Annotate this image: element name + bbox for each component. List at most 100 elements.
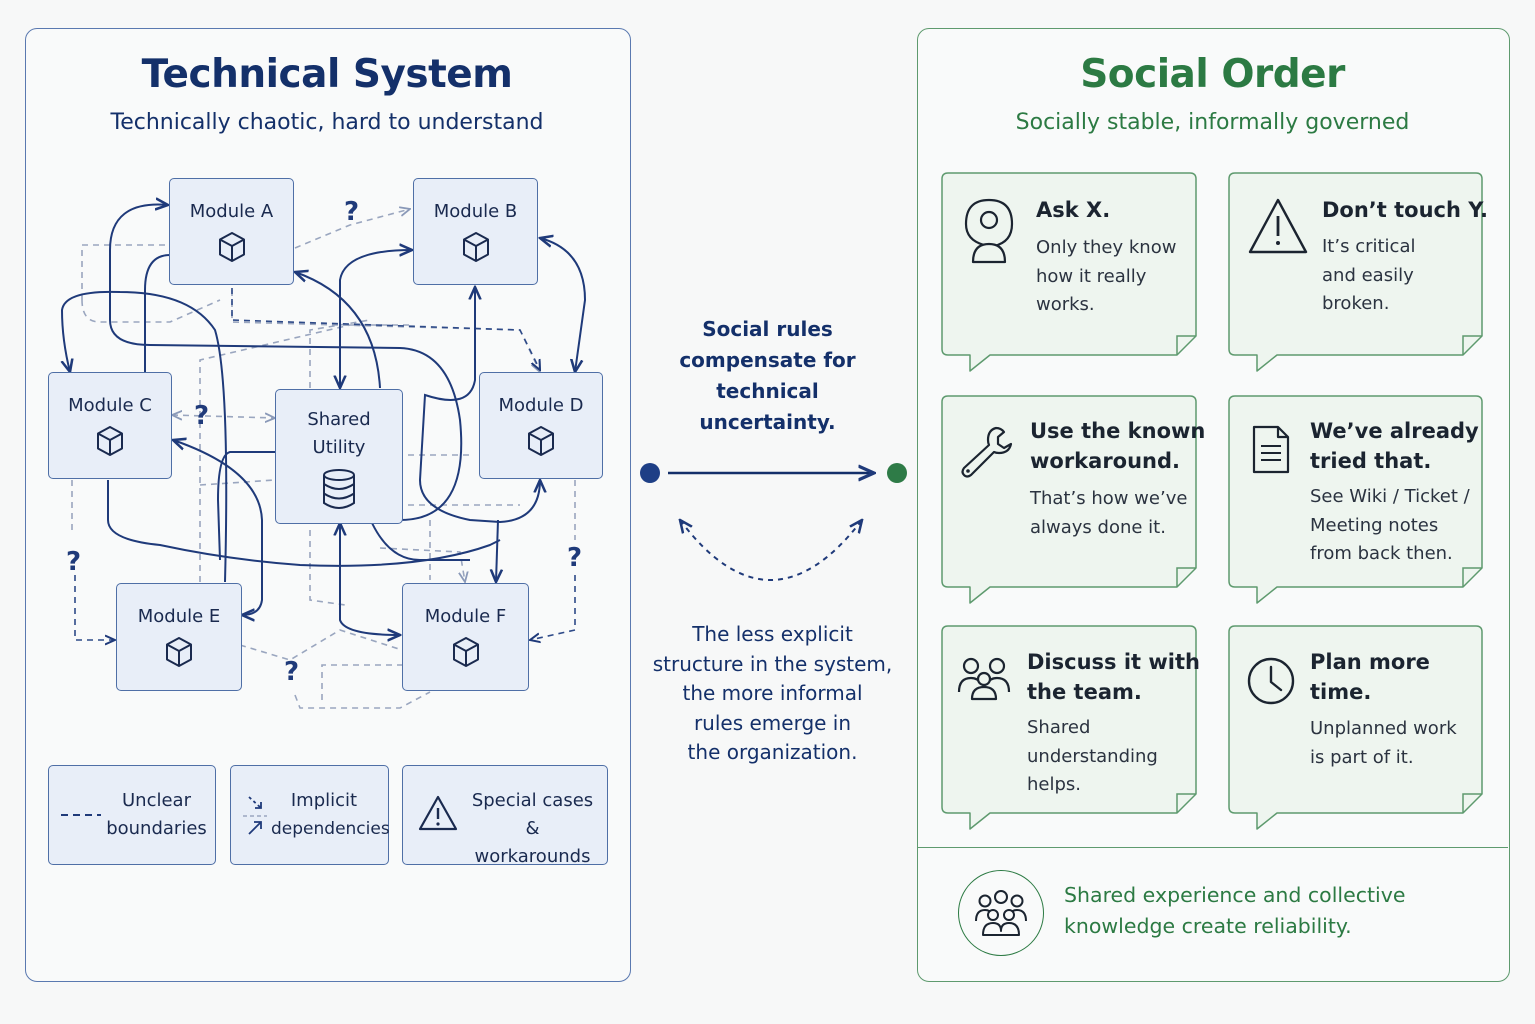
question-mark: ? bbox=[66, 547, 81, 577]
implicit-arrows-icon bbox=[243, 796, 267, 835]
card-ask-body-line: how it really bbox=[1036, 265, 1147, 287]
card-workaround-title-line: workaround. bbox=[1030, 449, 1181, 473]
legend-unclear-line2: boundaries bbox=[106, 818, 207, 839]
wrench-icon bbox=[961, 426, 1013, 478]
clock-icon bbox=[1247, 657, 1295, 705]
bubble-tried bbox=[1228, 395, 1483, 604]
card-workaround-body-line: That’s how we’ve bbox=[1030, 488, 1188, 509]
database-icon bbox=[323, 469, 355, 509]
card-workaround-body-line: always done it. bbox=[1030, 516, 1166, 538]
module-f-label: Module F bbox=[424, 606, 507, 627]
compensation-line: technical bbox=[716, 379, 819, 403]
emergence-line: the more informal bbox=[682, 681, 863, 705]
module-e: Module E bbox=[116, 583, 242, 691]
card-workaround-title: Use the known workaround. bbox=[1030, 416, 1205, 476]
social-order-title: Social Order bbox=[1080, 52, 1345, 97]
bubble-dont-touch bbox=[1228, 172, 1483, 372]
emergence-line: The less explicit bbox=[692, 622, 853, 646]
card-dont-touch-title: Don’t touch Y. bbox=[1322, 198, 1488, 222]
person-icon bbox=[964, 198, 1014, 264]
footer-message: Shared experience and collective knowled… bbox=[1064, 880, 1484, 942]
module-e-label: Module E bbox=[137, 606, 221, 627]
card-dont-touch-body: It’s critical and easily broken. bbox=[1322, 233, 1415, 319]
card-tried-body: See Wiki / Ticket / Meeting notes from b… bbox=[1310, 483, 1470, 569]
warning-icon bbox=[418, 795, 458, 831]
cube-icon bbox=[166, 637, 192, 667]
social-order-subtitle: Socially stable, informally governed bbox=[1015, 110, 1410, 135]
footer-icon-circle bbox=[958, 870, 1044, 956]
dashed-line-icon bbox=[61, 814, 101, 816]
card-plan-title: Plan more time. bbox=[1310, 647, 1430, 707]
module-c-label: Module C bbox=[68, 395, 152, 416]
module-c: Module C bbox=[48, 372, 172, 479]
card-plan-title-line: Plan more bbox=[1310, 650, 1430, 674]
card-plan-body: Unplanned work is part of it. bbox=[1310, 715, 1457, 772]
question-mark: ? bbox=[284, 657, 299, 687]
module-d-label: Module D bbox=[498, 395, 584, 416]
card-dont-touch-body-line: broken. bbox=[1322, 293, 1390, 314]
card-tried-title-line: We’ve already bbox=[1310, 419, 1479, 443]
question-mark: ? bbox=[344, 197, 359, 227]
card-plan-body-line: is part of it. bbox=[1310, 746, 1414, 768]
legend-implicit-line2: dependencies bbox=[271, 819, 390, 839]
compensation-line: uncertainty. bbox=[699, 410, 836, 434]
card-tried-body-line: See Wiki / Ticket / bbox=[1310, 486, 1470, 507]
team-icon bbox=[957, 657, 1011, 701]
bubble-ask bbox=[941, 172, 1197, 372]
card-ask-body-line: Only they know bbox=[1036, 237, 1177, 258]
emergence-line: rules emerge in bbox=[693, 710, 852, 735]
emergence-statement: The less explicit structure in the syste… bbox=[645, 620, 900, 768]
compensation-line: compensate for bbox=[679, 348, 856, 372]
shared-utility-label-line2: Utility bbox=[312, 437, 366, 458]
card-discuss-title-line: Discuss it with bbox=[1027, 650, 1200, 674]
card-dont-touch-body-line: and easily bbox=[1322, 264, 1414, 286]
card-plan-title-line: time. bbox=[1310, 680, 1372, 704]
shared-utility-module: Shared Utility bbox=[275, 389, 403, 524]
emergence-line: structure in the system, bbox=[652, 651, 893, 676]
question-mark: ? bbox=[194, 401, 209, 431]
compensation-connector bbox=[640, 463, 907, 581]
question-marks: ? ? ? ? ? bbox=[66, 197, 582, 687]
card-tried-title-line: tried that. bbox=[1310, 449, 1432, 473]
card-tried-body-line: Meeting notes bbox=[1310, 514, 1439, 536]
legend-special-cases: Special cases & workarounds bbox=[402, 765, 608, 867]
card-discuss-body-line: Shared bbox=[1027, 717, 1091, 738]
card-tried-title: We’ve already tried that. bbox=[1310, 416, 1479, 476]
card-workaround-body: That’s how we’ve always done it. bbox=[1030, 485, 1187, 542]
bubble-discuss bbox=[941, 625, 1197, 830]
page-fold-corners bbox=[1176, 335, 1482, 813]
module-a-label: Module A bbox=[189, 201, 274, 222]
card-plan-body-line: Unplanned work bbox=[1310, 718, 1457, 739]
module-a: Module A bbox=[169, 178, 294, 285]
cube-icon bbox=[97, 426, 123, 456]
group-icon bbox=[975, 890, 1027, 936]
footer-divider bbox=[917, 847, 1508, 848]
card-ask-body-line: works. bbox=[1036, 294, 1095, 315]
card-discuss-body-line: understanding bbox=[1027, 745, 1158, 767]
cube-icon bbox=[452, 637, 479, 667]
card-discuss-body: Shared understanding helps. bbox=[1027, 714, 1158, 800]
legend-unclear-boundaries: Unclear boundaries bbox=[48, 765, 216, 865]
module-f: Module F bbox=[402, 583, 529, 691]
legend-implicit-line1: Implicit bbox=[290, 790, 358, 811]
card-tried-body-line: from back then. bbox=[1310, 543, 1453, 564]
legend-unclear-line1: Unclear bbox=[122, 790, 191, 811]
document-icon bbox=[1252, 425, 1290, 474]
card-discuss-title-line: the team. bbox=[1027, 680, 1142, 704]
card-ask-body: Only they know how it really works. bbox=[1036, 234, 1176, 320]
card-ask-title: Ask X. bbox=[1036, 198, 1111, 222]
card-discuss-body-line: helps. bbox=[1027, 774, 1082, 795]
cube-icon bbox=[462, 232, 489, 262]
technical-system-title: Technical System bbox=[141, 52, 513, 97]
source-dot bbox=[640, 463, 660, 483]
card-discuss-title: Discuss it with the team. bbox=[1027, 647, 1200, 707]
cube-icon bbox=[528, 426, 554, 456]
shared-utility-label-line1: Shared bbox=[307, 409, 371, 430]
cube-icon bbox=[218, 232, 245, 262]
emergence-line: the organization. bbox=[687, 740, 858, 764]
legend-special-line1: Special cases bbox=[471, 790, 594, 811]
module-b-label: Module B bbox=[433, 201, 518, 222]
module-b: Module B bbox=[413, 178, 538, 285]
